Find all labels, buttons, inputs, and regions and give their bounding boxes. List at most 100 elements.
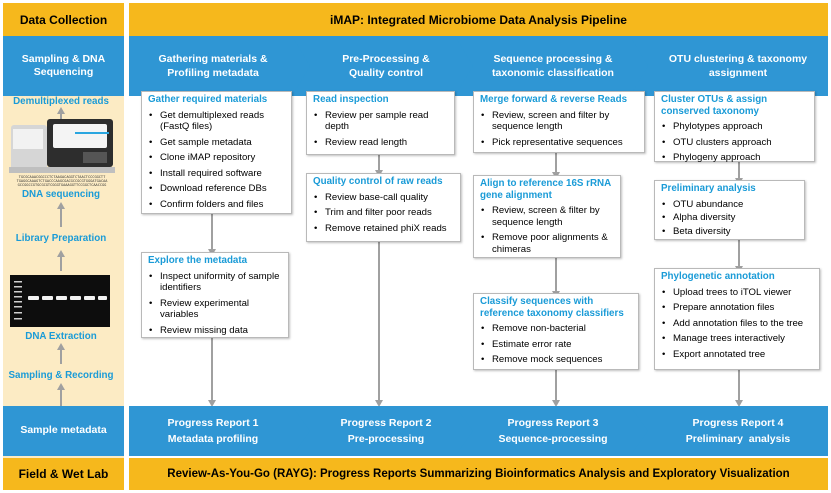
list-item: Phylogeny approach xyxy=(661,152,809,164)
report-3-title: Progress Report 3 xyxy=(507,416,599,429)
sample-metadata-cell: Sample metadata xyxy=(3,406,124,456)
stage-3: Sequence processing & taxonomic classifi… xyxy=(470,36,636,96)
sequence-line-2: TGAGGCAAAGTCTGACCCAAGCGACGCCGCGTGGGATGAC… xyxy=(16,179,108,184)
rayg-footer-title: Review-As-You-Go (RAYG): Progress Report… xyxy=(129,458,828,490)
connector-col2-report-head xyxy=(375,400,383,407)
connector-col3-report-head xyxy=(552,400,560,407)
list-item: Review, screen & filter by sequence leng… xyxy=(480,205,615,228)
gather-materials-title: Gather required materials xyxy=(148,94,268,105)
stage-1: Gathering materials & Profiling metadata xyxy=(129,36,297,96)
cluster-otus-box: Cluster OTUs & assign conserved taxonomy… xyxy=(654,91,815,164)
report-3-subtitle: Sequence-processing xyxy=(498,433,608,445)
arrow-head xyxy=(57,107,65,114)
merge-reads-box: Merge forward & reverse Reads Review, sc… xyxy=(473,91,645,153)
list-item: Prepare annotation files xyxy=(661,302,814,314)
progress-report-2: Progress Report 2 Pre-processing xyxy=(306,406,466,456)
stage-2: Pre-Processing & Quality control xyxy=(306,36,466,96)
arrow-line xyxy=(60,110,62,120)
connector-col2-report xyxy=(378,242,380,402)
classify-sequences-title: Classify sequences with reference taxono… xyxy=(480,296,624,319)
progress-report-1: Progress Report 1 Metadata profiling xyxy=(129,406,297,456)
read-inspection-box: Read inspection Review per sample read d… xyxy=(306,91,455,155)
explore-metadata-box: Explore the metadata Inspect uniformity … xyxy=(141,252,289,338)
connector-col1-report xyxy=(211,337,213,402)
sequencer-image xyxy=(9,119,115,175)
list-item: Beta diversity xyxy=(661,226,799,238)
demultiplexed-reads-label: Demultiplexed reads xyxy=(13,96,109,107)
dna-sequencing-label: DNA sequencing xyxy=(21,189,101,200)
connector-col4-a xyxy=(738,162,740,180)
report-1-title: Progress Report 1 xyxy=(167,416,259,429)
stage-sampling-sequencing: Sampling & DNA Sequencing xyxy=(3,36,124,96)
preliminary-analysis-box: Preliminary analysis OTU abundance Alpha… xyxy=(654,180,805,240)
progress-report-3: Progress Report 3 Sequence-processing xyxy=(470,406,636,456)
sequence-line-1: TGCGCAAACGGCCCTCTAAGACAGGTCTAACTCCCGGCTT xyxy=(18,175,106,179)
stage-4-label: OTU clustering & taxonomy assignment xyxy=(668,52,808,79)
list-item: Clone iMAP repository xyxy=(148,152,286,164)
stage-1-label: Gathering materials & Profiling metadata xyxy=(158,52,268,79)
list-item: Get demultiplexed reads (FastQ files) xyxy=(148,110,286,133)
report-4-subtitle: Preliminary analysis xyxy=(685,433,791,445)
list-item: Review read length xyxy=(313,137,449,149)
classify-sequences-box: Classify sequences with reference taxono… xyxy=(473,293,639,370)
stage-chevron-1 xyxy=(129,36,312,96)
report-chevron-1 xyxy=(129,406,312,456)
field-wet-lab-footer: Field & Wet Lab xyxy=(3,458,124,490)
report-1-subtitle: Metadata profiling xyxy=(167,433,259,445)
list-item: Get sample metadata xyxy=(148,137,286,149)
connector-col4-report-head xyxy=(735,400,743,407)
list-item: Trim and filter poor reads xyxy=(313,207,455,219)
report-4-title: Progress Report 4 xyxy=(692,416,784,429)
list-item: Review, screen and filter by sequence le… xyxy=(480,110,639,133)
sampling-recording-label: Sampling & Recording xyxy=(8,370,114,381)
report-2-subtitle: Pre-processing xyxy=(347,433,425,445)
list-item: Review base-call quality xyxy=(313,192,455,204)
list-item: Upload trees to iTOL viewer xyxy=(661,287,814,299)
list-item: Alpha diversity xyxy=(661,212,799,224)
stage-3-label: Sequence processing & taxonomic classifi… xyxy=(492,52,614,79)
phylogenetic-annotation-box: Phylogenetic annotation Upload trees to … xyxy=(654,268,820,370)
connector-col3-report xyxy=(555,370,557,402)
quality-control-box: Quality control of raw reads Review base… xyxy=(306,173,461,242)
list-item: Download reference DBs xyxy=(148,183,286,195)
align-reference-title: Align to reference 16S rRNA gene alignme… xyxy=(480,178,611,201)
gel-image xyxy=(10,275,110,327)
list-item: Add annotation files to the tree xyxy=(661,318,814,330)
library-preparation-label: Library Preparation xyxy=(15,233,107,244)
quality-control-title: Quality control of raw reads xyxy=(313,176,443,187)
arrow-head xyxy=(57,383,65,390)
arrow-line xyxy=(60,205,62,227)
arrow-line xyxy=(60,386,62,406)
list-item: Review experimental variables xyxy=(148,298,283,321)
arrow-head xyxy=(57,250,65,257)
connector-col4-report xyxy=(738,370,740,402)
list-item: Inspect uniformity of sample identifiers xyxy=(148,271,283,294)
list-item: Install required software xyxy=(148,168,286,180)
stage-chevron-2 xyxy=(292,36,475,96)
list-item: Remove poor alignments & chimeras xyxy=(480,232,615,255)
cluster-otus-title: Cluster OTUs & assign conserved taxonomy xyxy=(661,94,768,117)
arrow-line xyxy=(60,253,62,271)
list-item: Remove mock sequences xyxy=(480,354,633,366)
preliminary-analysis-title: Preliminary analysis xyxy=(661,183,756,194)
dna-extraction-label: DNA Extraction xyxy=(25,331,97,342)
stage-2-label: Pre-Processing & Quality control xyxy=(342,52,430,79)
report-chevron-4 xyxy=(630,406,828,456)
list-item: Pick representative sequences xyxy=(480,137,639,149)
merge-reads-title: Merge forward & reverse Reads xyxy=(480,94,628,105)
list-item: Confirm folders and files xyxy=(148,199,286,211)
phylogenetic-annotation-title: Phylogenetic annotation xyxy=(661,271,775,282)
list-item: Remove non-bacterial xyxy=(480,323,633,335)
list-item: Remove retained phiX reads xyxy=(313,223,455,235)
connector-col3-a xyxy=(555,153,557,175)
report-chevron-2 xyxy=(292,406,475,456)
list-item: Phylotypes approach xyxy=(661,121,809,133)
list-item: Review per sample read depth xyxy=(313,110,449,133)
progress-report-4: Progress Report 4 Preliminary analysis xyxy=(648,406,828,456)
align-reference-box: Align to reference 16S rRNA gene alignme… xyxy=(473,175,621,258)
arrow-line xyxy=(60,346,62,364)
explore-metadata-title: Explore the metadata xyxy=(148,255,248,266)
list-item: Review missing data xyxy=(148,325,283,337)
list-item: OTU clusters approach xyxy=(661,137,809,149)
connector-col1 xyxy=(211,205,213,252)
